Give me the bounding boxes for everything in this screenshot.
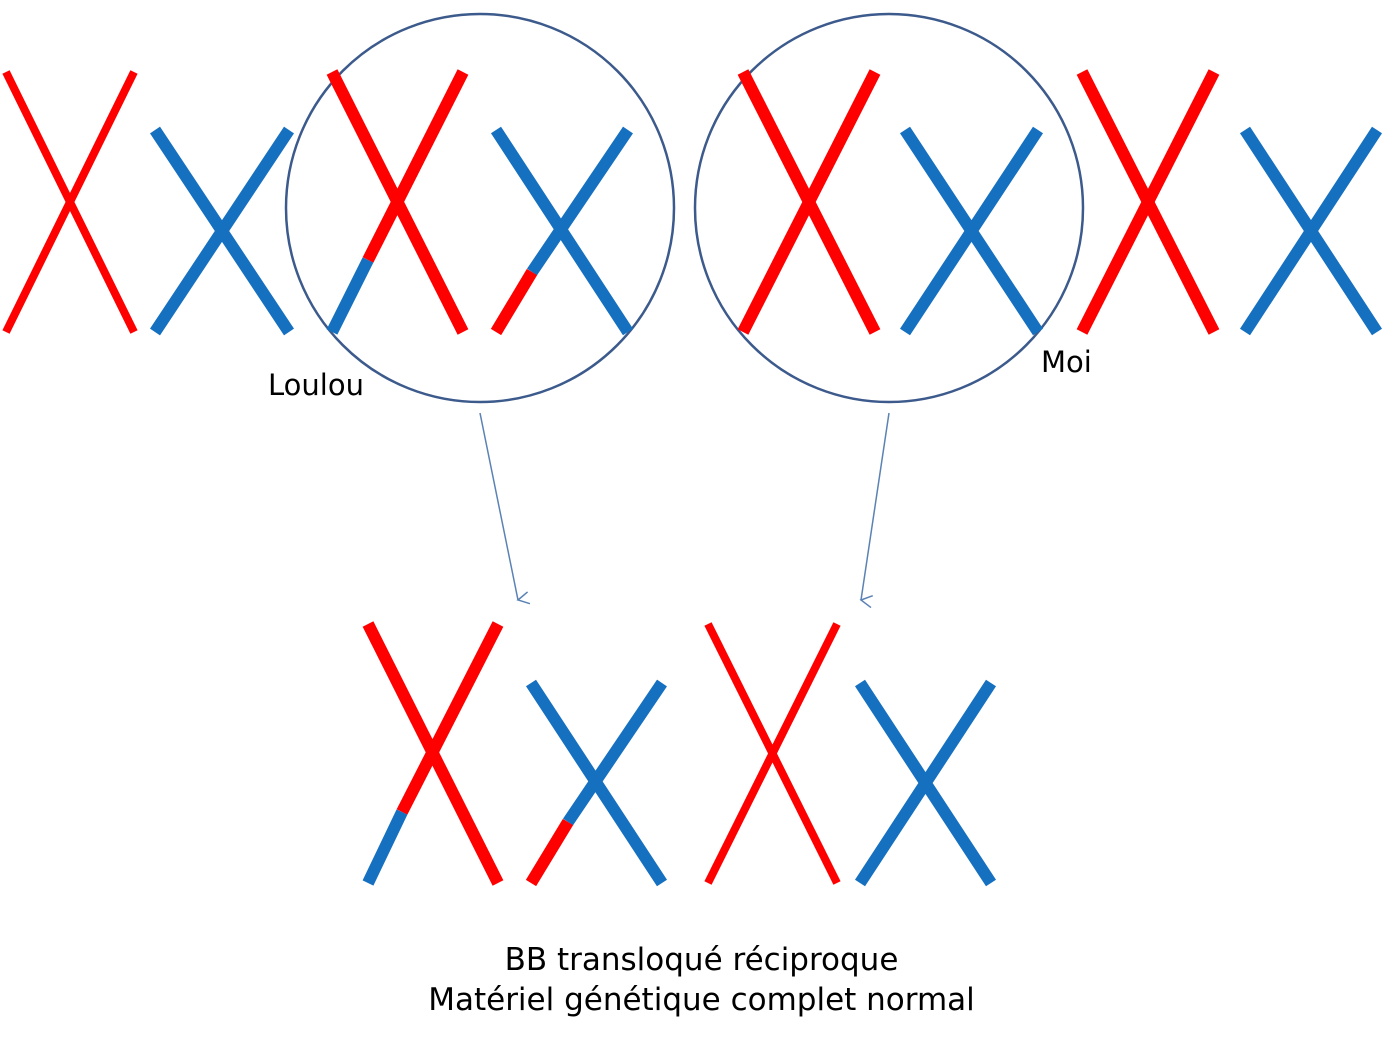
label-loulou: Loulou <box>268 368 364 402</box>
chromosome-blue <box>1239 126 1383 336</box>
arrow-right <box>859 412 890 609</box>
chromosome-red <box>737 69 881 335</box>
caption-line-2: Matériel génétique complet normal <box>428 982 975 1018</box>
chromosome-red-thin <box>2 70 138 334</box>
chromosome-blue <box>899 126 1044 336</box>
chromosome-blue-translocated <box>490 126 634 336</box>
chromosome-blue-translocated <box>525 679 668 887</box>
chromosome-red-thin <box>704 622 841 885</box>
caption: BB transloqué réciproque Matériel généti… <box>0 940 1383 1020</box>
chromosome-red <box>1076 69 1220 335</box>
chromosome-blue <box>150 126 294 336</box>
chromosome-blue <box>854 679 997 887</box>
chromosome-red-translocated <box>326 69 469 335</box>
arrow-left <box>479 412 531 605</box>
chromosome-red-translocated <box>362 621 504 886</box>
parent-circle-right <box>693 12 1085 404</box>
label-moi: Moi <box>1041 345 1092 379</box>
parent-circle-left <box>284 12 676 404</box>
caption-line-1: BB transloqué réciproque <box>504 942 899 978</box>
